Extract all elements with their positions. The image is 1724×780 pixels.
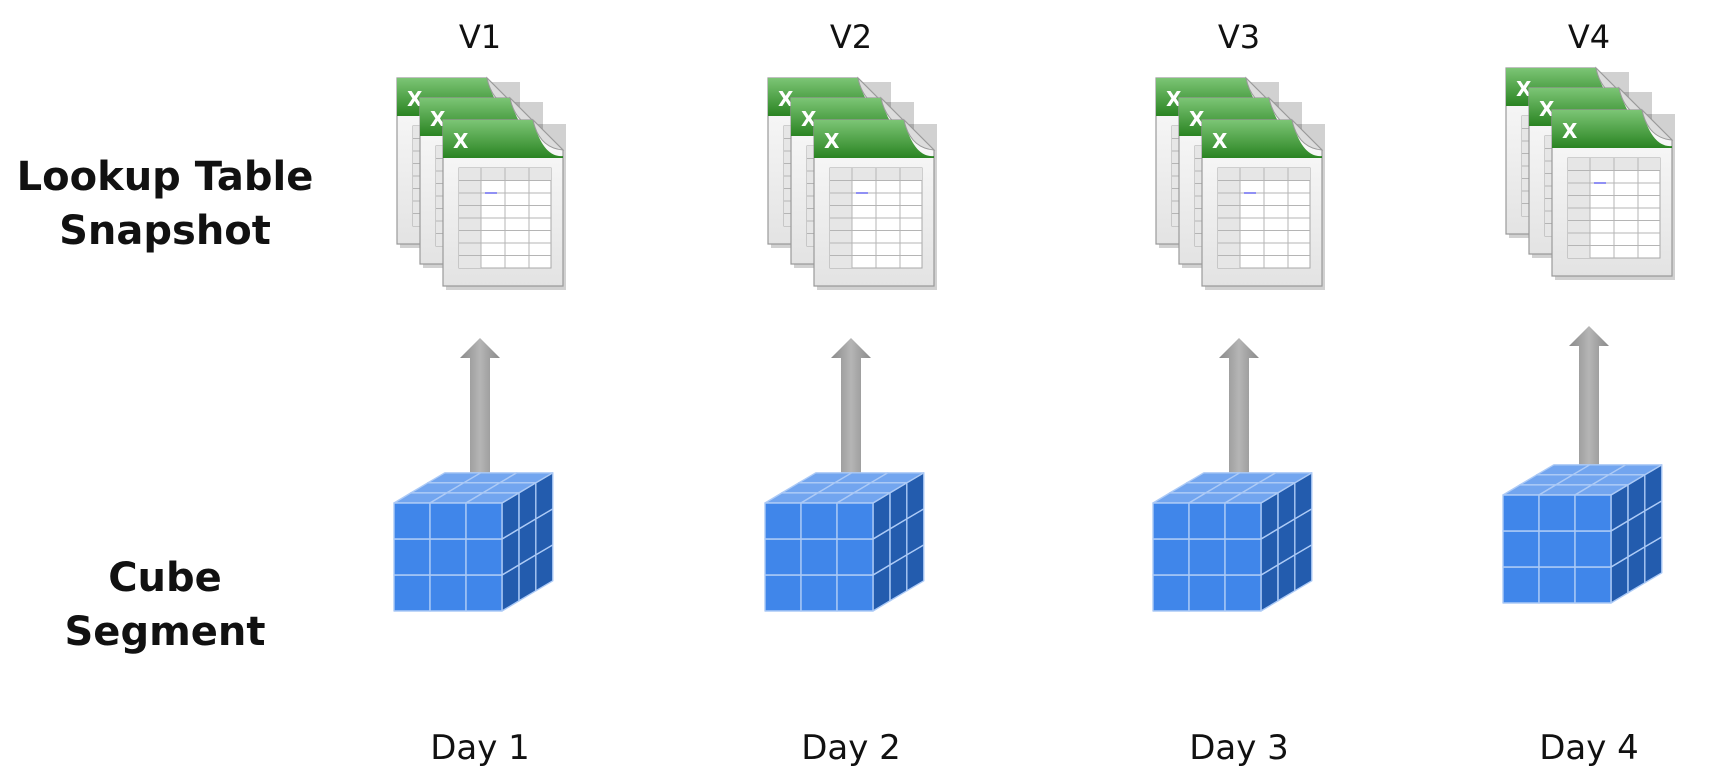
svg-text:X: X <box>1562 119 1578 143</box>
row-label-lookup-table-snapshot: Lookup Table Snapshot <box>0 150 330 258</box>
version-column-3: V3 Day 3 <box>1109 0 1369 780</box>
spreadsheet-stack-icon: XXX <box>396 76 566 290</box>
spreadsheet-stack-icon: XXX <box>767 76 937 290</box>
version-column-4: V4 Day 4 <box>1459 0 1719 780</box>
svg-text:X: X <box>778 87 794 111</box>
day-label: Day 1 <box>430 728 530 768</box>
day-label: Day 4 <box>1539 728 1639 768</box>
version-label: V1 <box>458 18 502 56</box>
up-arrow-icon <box>460 338 500 488</box>
up-arrow-icon <box>1569 326 1609 488</box>
svg-text:X: X <box>1166 87 1182 111</box>
row-label-line: Snapshot <box>59 208 271 254</box>
cube-icon <box>764 472 925 612</box>
row-label-line: Lookup Table <box>16 154 314 200</box>
svg-text:X: X <box>1212 129 1228 153</box>
svg-text:X: X <box>1189 107 1205 131</box>
row-label-line: Segment <box>64 609 266 655</box>
svg-text:X: X <box>430 107 446 131</box>
up-arrow-icon <box>1219 338 1259 488</box>
version-label: V2 <box>829 18 873 56</box>
svg-text:X: X <box>824 129 840 153</box>
spreadsheet-stack-icon: XXX <box>1155 76 1325 290</box>
cube-icon <box>393 472 554 612</box>
row-label-cube-segment: Cube Segment <box>0 551 330 659</box>
version-column-1: V1 Day 1 <box>350 0 610 780</box>
day-label: Day 3 <box>1189 728 1289 768</box>
svg-text:X: X <box>407 87 423 111</box>
spreadsheet-stack-icon: XXX <box>1505 66 1675 280</box>
row-label-line: Cube <box>108 555 222 601</box>
svg-text:X: X <box>801 107 817 131</box>
day-label: Day 2 <box>801 728 901 768</box>
up-arrow-icon <box>831 338 871 488</box>
svg-text:X: X <box>1539 97 1555 121</box>
version-column-2: V2 Day 2 <box>721 0 981 780</box>
svg-text:X: X <box>1516 77 1532 101</box>
cube-icon <box>1502 464 1663 604</box>
cube-icon <box>1152 472 1313 612</box>
version-label: V3 <box>1217 18 1261 56</box>
svg-text:X: X <box>453 129 469 153</box>
version-label: V4 <box>1567 18 1611 56</box>
